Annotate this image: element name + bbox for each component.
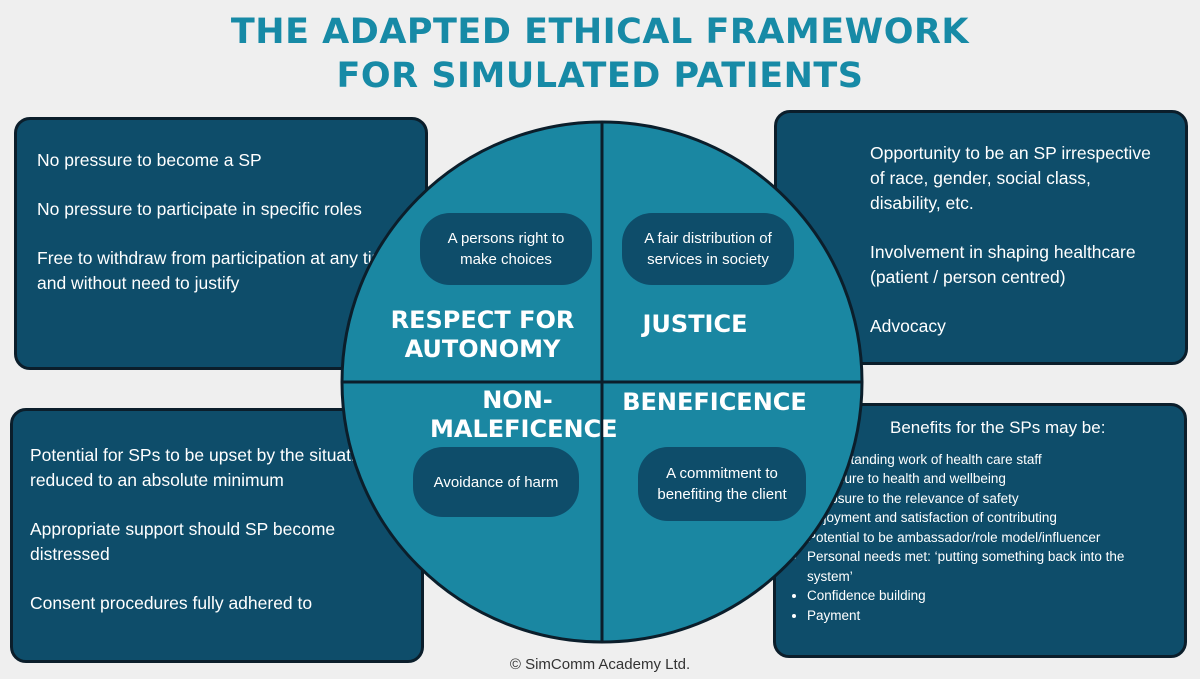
list-item: Payment xyxy=(807,606,1170,626)
justice-point-2: Involvement in shaping healthcare (patie… xyxy=(870,242,1136,287)
title-line-2: FOR SIMULATED PATIENTS xyxy=(336,56,864,96)
autonomy-label-line-1: RESPECT FOR xyxy=(390,306,575,334)
beneficence-heading: Benefits for the SPs may be: xyxy=(890,418,1106,437)
title-line-1: THE ADAPTED ETHICAL FRAMEWORK xyxy=(230,12,970,52)
justice-point-1: Opportunity to be an SP irrespective of … xyxy=(870,143,1151,213)
nonmaleficence-pill: Avoidance of harm xyxy=(413,447,579,517)
autonomy-pill: A persons right to make choices xyxy=(420,213,592,285)
beneficence-pill: A commitment to benefiting the client xyxy=(638,447,806,521)
list-item: Potential to be ambassador/role model/in… xyxy=(807,528,1170,548)
autonomy-label: RESPECT FOR AUTONOMY xyxy=(370,306,595,364)
page-title: THE ADAPTED ETHICAL FRAMEWORK FOR SIMULA… xyxy=(0,10,1200,98)
list-item: Exposure to the relevance of safety xyxy=(807,489,1170,509)
list-item: Understanding work of health care staff xyxy=(807,450,1170,470)
nonmaleficence-label: NON- MALEFICENCE xyxy=(430,386,618,444)
autonomy-point-2: No pressure to participate in specific r… xyxy=(37,199,362,219)
nonmaleficence-point-2: Appropriate support should SP become dis… xyxy=(30,519,336,564)
justice-point-3: Advocacy xyxy=(870,316,946,336)
beneficence-box: Benefits for the SPs may be: Understandi… xyxy=(773,403,1187,658)
copyright-footer: © SimComm Academy Ltd. xyxy=(509,656,691,673)
list-item: Enjoyment and satisfaction of contributi… xyxy=(807,508,1170,528)
beneficence-list: Understanding work of health care staff … xyxy=(790,450,1170,626)
list-item: Confidence building xyxy=(807,586,1170,606)
autonomy-point-1: No pressure to become a SP xyxy=(37,150,262,170)
nonmaleficence-label-line-1: NON- xyxy=(482,386,553,414)
justice-pill: A fair distribution of services in socie… xyxy=(622,213,794,285)
list-item: Exposure to health and wellbeing xyxy=(807,469,1170,489)
autonomy-label-line-2: AUTONOMY xyxy=(404,335,561,363)
justice-label: JUSTICE xyxy=(642,310,748,338)
autonomy-point-3: Free to withdraw from participation at a… xyxy=(37,248,396,293)
list-item: Personal needs met: ‘putting something b… xyxy=(807,547,1170,586)
nonmaleficence-label-line-2: MALEFICENCE xyxy=(430,415,618,443)
nonmaleficence-point-3: Consent procedures fully adhered to xyxy=(30,593,313,613)
beneficence-label: BENEFICENCE xyxy=(622,388,807,416)
nonmaleficence-point-1: Potential for SPs to be upset by the sit… xyxy=(30,445,401,490)
